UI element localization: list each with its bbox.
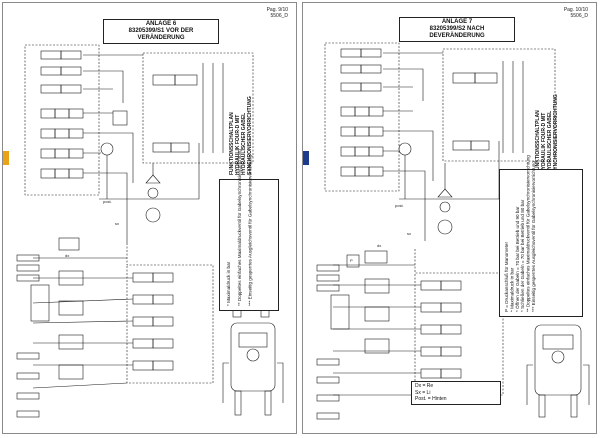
label-dx: dx [377,243,382,248]
accent-marker-left [3,151,9,165]
note-1: * Maximaldruck in bar [226,261,231,306]
label-post: post. [395,203,404,208]
notes-box: P = Druckanschluß für Manometer * Maxima… [499,155,583,317]
note-3: * Öffnen der Gabeln = 70 bar bei Betrieb… [514,206,520,312]
label-dx: dx [65,253,70,258]
notes-box: * Maximaldruck in bar ** Doppeltes einfa… [219,149,279,311]
direction-legend: Dx = Re Sx = Li Post. = Hinten [411,381,501,405]
title-line-1: ANLAGE 6 [145,21,177,27]
cylinder-set [316,264,340,420]
hydraulic-schematic-right [316,42,590,420]
note-5: ** Doppeltes einfaches Maximaldruckventi… [525,155,531,312]
hydraulic-schematic-left [16,44,284,418]
valve-stack [340,48,384,177]
doc-code: 5506_D [270,13,288,19]
valve-stack [40,50,84,179]
diagram-title: ANLAGE 7 83205399/S2 NACH DEVERÄNDERUNG [399,17,515,42]
motor-symbol [145,207,161,223]
diagram-title: ANLAGE 6 83205399/S1 VOR DER VERÄNDERUNG [103,19,219,44]
label-post: post. [103,199,112,204]
label-sx: sx [115,221,119,226]
side-title: FUNKTIONSSCHALTPLAN HYDRAULIK FOUR-D MIT… [535,63,559,173]
note-3: *** Einseitig gesperrtes Ausgleichsventi… [247,155,253,306]
doc-code: 5506_D [570,13,588,19]
legend-sx: Sx = Li [415,389,431,396]
valve-block-outline [24,44,100,196]
page-number-text: Pag. 10/10 [563,7,588,13]
lower-valve-bank [420,280,462,379]
title-line-2: 83205399/S1 VOR DER VERÄNDERUNG [128,28,194,41]
forklift-outline [222,322,284,416]
forklift-outline [526,324,590,418]
label-p: P [350,258,353,263]
note-1: P = Druckanschluß für Manometer [504,242,509,312]
title-line-1: ANLAGE 7 [441,19,473,25]
page-number-text: Pag. 9/10 [266,7,288,13]
note-2: ** Doppeltes einfaches Maximaldruckventi… [236,149,242,306]
note-6: *** Einseitig gesperrtes Ausgleichsventi… [531,161,537,312]
title-line-2: 83205399/S2 NACH DEVERÄNDERUNG [429,26,485,39]
page-number: Pag. 10/10 5506_D [564,7,588,19]
note-4: * Schließen der Gabeln = 70 bar bei Betr… [520,199,526,312]
legend-post: Post. = Hinten [415,396,447,402]
label-sx: sx [407,231,411,236]
cylinder-set [16,254,40,418]
legend-dx: Dx = Re [415,383,434,389]
notes-text: * Maximaldruck in bar ** Doppeltes einfa… [226,149,253,306]
page-left: Pag. 9/10 5506_D ANLAGE 6 83205399/S1 VO… [2,2,297,434]
page-right: Pag. 10/10 5506_D ANLAGE 7 83205399/S2 N… [302,2,597,434]
side-title-line-4: SYNCHRONISIERVORRICHTUNG [553,94,559,173]
control-block-outline [142,52,254,164]
accent-marker-right [303,151,309,165]
notes-text: P = Druckanschluß für Manometer * Maxima… [504,155,536,312]
pump-symbol [100,142,114,156]
lower-valve-bank [132,272,174,371]
page-number: Pag. 9/10 5506_D [267,7,288,19]
